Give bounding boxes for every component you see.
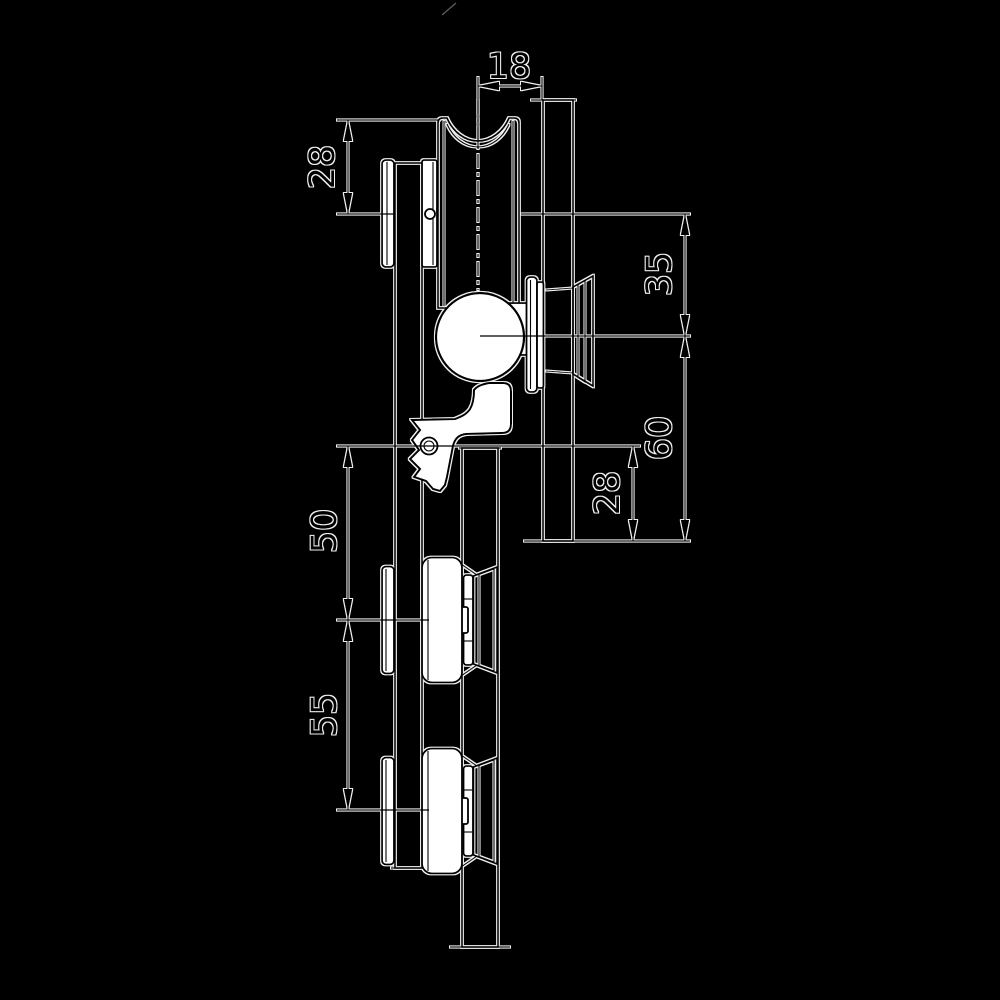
dim-label-50: 50 <box>305 509 345 554</box>
roller-wheel <box>421 747 463 875</box>
washer-stack-upper <box>525 276 545 393</box>
glass-clamp-pad <box>472 565 498 675</box>
dim-label-28-right: 28 <box>588 471 628 516</box>
dim-label-35: 35 <box>640 252 680 297</box>
dimension-labels: 18 28 35 60 28 50 55 <box>303 47 680 737</box>
glass-end-ticks <box>391 99 576 948</box>
bottom-roller-2 <box>381 747 498 875</box>
screw-hole <box>424 208 436 220</box>
pivot-ball <box>434 291 526 383</box>
extension-lines <box>337 77 690 811</box>
glass-clamp-pad <box>472 756 498 866</box>
dimension-arrowheads <box>343 81 690 810</box>
dim-label-18: 18 <box>487 47 532 87</box>
drawing-linework: 18 28 35 60 28 50 55 <box>303 47 690 948</box>
dim-label-60: 60 <box>640 416 680 461</box>
glass-clamp-pad-upper <box>545 274 594 388</box>
dim-label-28-upper-left: 28 <box>303 145 343 190</box>
stray-mark <box>441 2 457 16</box>
dim-label-55: 55 <box>305 693 345 738</box>
roller-outer-cap <box>381 756 395 866</box>
